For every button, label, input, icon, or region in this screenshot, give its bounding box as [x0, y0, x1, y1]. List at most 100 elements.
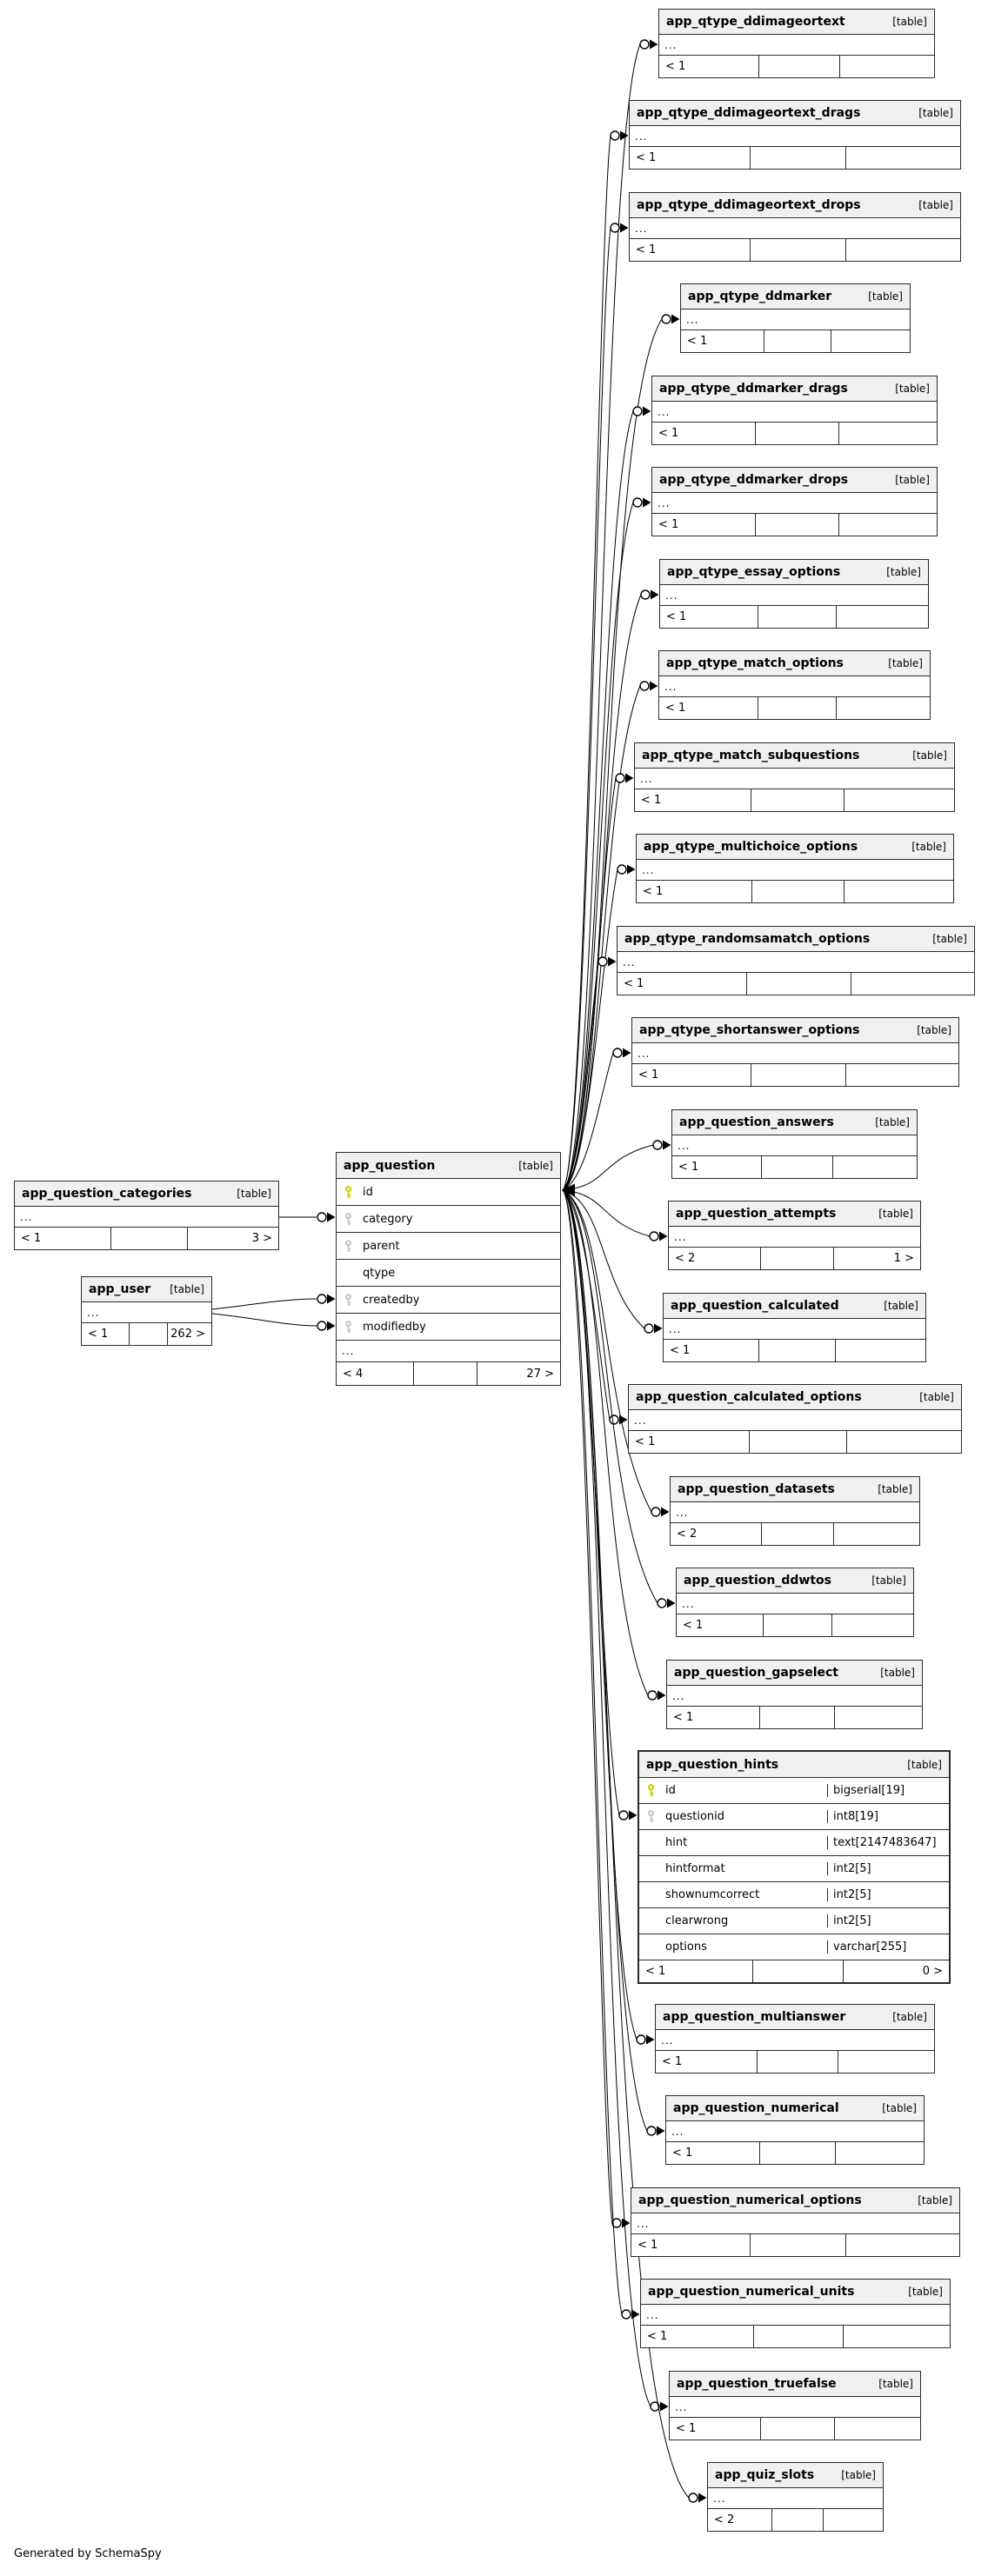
- table-tag: [table]: [841, 2469, 876, 2481]
- zero-or-many-circle: [617, 864, 627, 875]
- table-app_qtype_ddimageortext_drops[interactable]: app_qtype_ddimageortext_drops[table]...<…: [629, 192, 961, 262]
- more-columns-row: ...: [664, 1319, 925, 1340]
- relationship-footer: < 1: [672, 1156, 917, 1178]
- footer-children-count: < 1: [645, 1965, 666, 1978]
- footer-children-count: < 1: [683, 1619, 704, 1632]
- table-app_qtype_essay_options[interactable]: app_qtype_essay_options[table]...< 1: [659, 559, 929, 629]
- table-header: app_qtype_ddimageortext[table]: [659, 10, 934, 35]
- relationship-footer: < 1: [635, 789, 954, 811]
- table-tag: [table]: [918, 107, 953, 119]
- fk-connector: [562, 1189, 623, 2315]
- table-name: app_question_answers: [679, 1115, 834, 1129]
- table-app_qtype_ddimageortext_drags[interactable]: app_qtype_ddimageortext_drags[table]...<…: [629, 100, 961, 170]
- table-app_qtype_ddmarker_drags[interactable]: app_qtype_ddmarker_drags[table]...< 1: [651, 376, 938, 445]
- column-name: questionid: [665, 1810, 725, 1823]
- table-app_question_truefalse[interactable]: app_question_truefalse[table]...< 1: [669, 2371, 921, 2440]
- column-name: options: [665, 1940, 707, 1954]
- table-app_question_datasets[interactable]: app_question_datasets[table]...< 2: [670, 1476, 920, 1546]
- table-name: app_question_numerical_units: [648, 2285, 855, 2299]
- ellipsis-label: ...: [664, 38, 678, 51]
- table-app_qtype_ddmarker_drops[interactable]: app_qtype_ddmarker_drops[table]...< 1: [651, 467, 938, 536]
- footer-divider: [753, 2326, 754, 2347]
- arrowhead: [622, 2218, 631, 2228]
- column-name-cell: id: [337, 1186, 373, 1199]
- column-name: parent: [363, 1239, 400, 1253]
- arrowhead: [650, 681, 658, 691]
- table-tag: [table]: [911, 841, 946, 853]
- table-app_qtype_multichoice_options[interactable]: app_qtype_multichoice_options[table]...<…: [636, 834, 954, 903]
- zero-or-many-circle: [649, 1231, 659, 1241]
- column-name: id: [363, 1185, 373, 1199]
- primary-key-icon: [639, 1784, 664, 1797]
- zero-or-many-circle: [639, 39, 650, 50]
- relationship-footer: < 1: [677, 1614, 913, 1636]
- table-app_question_ddwtos[interactable]: app_question_ddwtos[table]... < 1: [676, 1568, 914, 1637]
- table-header: app_qtype_ddmarker[table]: [681, 284, 910, 310]
- arrowhead: [698, 2493, 707, 2503]
- table-app_question_gapselect[interactable]: app_question_gapselect[table]...< 1: [666, 1660, 923, 1729]
- footer-divider: [110, 1228, 111, 1249]
- footer-children-count: < 1: [670, 1344, 691, 1357]
- table-app_question_numerical_options[interactable]: app_question_numerical_options[table]...…: [631, 2187, 960, 2257]
- table-name: app_qtype_ddimageortext: [666, 15, 845, 29]
- relationship-footer: < 1: [652, 514, 937, 536]
- arrowhead: [667, 1598, 676, 1608]
- table-name: app_user: [89, 1282, 151, 1296]
- table-app_qtype_randomsamatch_options[interactable]: app_qtype_randomsamatch_options[table]..…: [617, 926, 975, 995]
- table-app_question_multianswer[interactable]: app_question_multianswer[table]...< 1: [655, 2004, 935, 2073]
- column-row: qtype: [337, 1260, 560, 1287]
- table-header: app_question[table]: [337, 1153, 560, 1179]
- table-app_question_numerical[interactable]: app_question_numerical[table]...< 1: [665, 2095, 925, 2165]
- more-columns-row: ...: [337, 1341, 560, 1362]
- more-columns-row: ...: [659, 35, 934, 56]
- column-name: createdby: [363, 1293, 420, 1307]
- table-name: app_qtype_essay_options: [667, 565, 841, 579]
- footer-parents-count: 262 >: [170, 1328, 205, 1341]
- column-type: bigserial[19]: [827, 1784, 949, 1797]
- table-app_question_calculated_options[interactable]: app_question_calculated_options[table]..…: [628, 1384, 962, 1454]
- zero-or-many-circle: [652, 1140, 663, 1150]
- table-app_qtype_shortanswer_options[interactable]: app_qtype_shortanswer_options[table]...<…: [631, 1017, 959, 1087]
- fk-connector: [562, 961, 599, 1191]
- ellipsis-label: ...: [669, 1322, 682, 1335]
- table-app_qtype_match_options[interactable]: app_qtype_match_options[table]...< 1: [658, 650, 931, 720]
- relationship-footer: < 2: [671, 1523, 919, 1545]
- zero-or-many-circle: [609, 1414, 619, 1425]
- footer-children-count: < 2: [714, 2513, 735, 2526]
- table-name: app_question: [344, 1158, 436, 1173]
- table-app_question_answers[interactable]: app_question_answers[table]...< 1: [671, 1109, 918, 1179]
- table-header: app_question_ddwtos[table]: [677, 1568, 913, 1594]
- table-header: app_question_numerical_options[table]: [631, 2188, 959, 2213]
- arrowhead: [631, 2309, 640, 2320]
- relationship-footer: < 1: [681, 330, 910, 352]
- table-header: app_qtype_match_subquestions[table]: [635, 743, 954, 769]
- table-app_qtype_ddimageortext[interactable]: app_qtype_ddimageortext[table]...< 1: [658, 9, 935, 78]
- ellipsis-label: ...: [623, 955, 636, 968]
- footer-divider: [755, 514, 756, 536]
- arrowhead: [620, 223, 629, 233]
- relationship-footer: < 1: [656, 2051, 934, 2073]
- more-columns-row: ...: [632, 1043, 958, 1064]
- footer-divider: [843, 1960, 844, 1982]
- ellipsis-label: ...: [664, 680, 678, 693]
- table-app_quiz_slots[interactable]: app_quiz_slots[table]...< 2: [707, 2462, 884, 2532]
- ellipsis-label: ...: [658, 405, 671, 418]
- footer-children-count: < 1: [88, 1328, 109, 1341]
- more-columns-row: ...: [677, 1594, 913, 1614]
- table-header: app_qtype_match_options[table]: [659, 651, 930, 676]
- table-app_qtype_match_subquestions[interactable]: app_qtype_match_subquestions[table]...< …: [634, 742, 955, 812]
- footer-divider: [833, 1248, 834, 1269]
- ellipsis-label: ...: [20, 1210, 33, 1223]
- footer-divider: [845, 2234, 846, 2256]
- table-app_question_calculated[interactable]: app_question_calculated[table]...< 1: [663, 1293, 926, 1362]
- fk-connector: [562, 1189, 645, 1329]
- table-app_question_numerical_units[interactable]: app_question_numerical_units[table]...< …: [640, 2279, 951, 2348]
- fk-connector: [211, 1313, 317, 1327]
- table-app_qtype_ddmarker[interactable]: app_qtype_ddmarker[table]...< 1: [680, 283, 911, 353]
